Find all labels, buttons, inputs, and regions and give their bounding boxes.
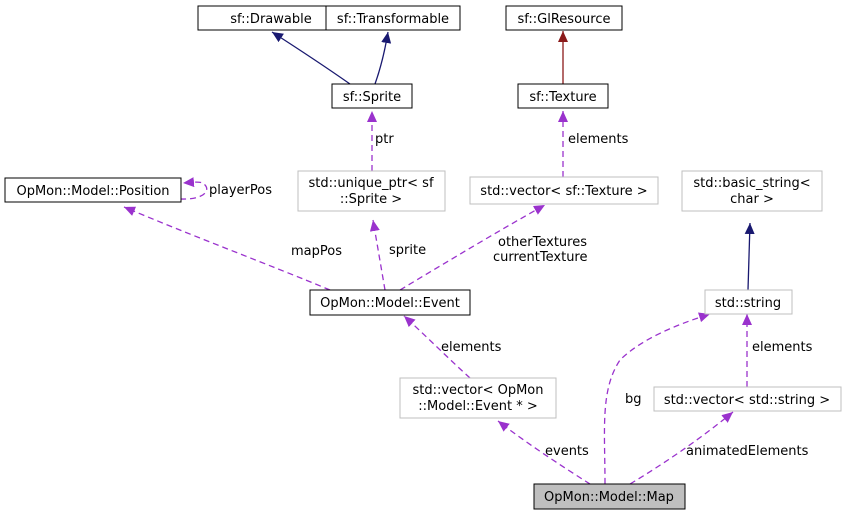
- node-label: std::vector< std::string >: [664, 393, 830, 408]
- node-vector-event[interactable]: std::vector< OpMon ::Model::Event * >: [399, 377, 557, 419]
- edge-label-playerpos: playerPos: [209, 183, 272, 198]
- edge-label-othertextures: otherTextures: [498, 235, 587, 250]
- edge-label-events: events: [545, 444, 589, 459]
- edge-label-sprite: sprite: [389, 243, 426, 258]
- node-vector-texture[interactable]: std::vector< sf::Texture >: [469, 176, 659, 205]
- node-label: sf::Texture: [529, 90, 596, 105]
- edge-label-bg: bg: [625, 392, 642, 407]
- node-label: std::string: [715, 296, 781, 311]
- node-label: sf::GlResource: [518, 12, 611, 27]
- node-label: sf::Sprite: [343, 90, 401, 105]
- edge-label-currenttexture: currentTexture: [493, 250, 588, 265]
- node-sf-glresource[interactable]: sf::GlResource: [505, 5, 623, 31]
- edge-event-to-position: [123, 206, 331, 291]
- node-unique-ptr-sprite[interactable]: std::unique_ptr< sf ::Sprite >: [297, 170, 446, 212]
- node-sf-sprite[interactable]: sf::Sprite: [331, 83, 413, 109]
- edge-map-to-vectorstring: [629, 411, 734, 485]
- node-basic-string[interactable]: std::basic_string< char >: [681, 170, 823, 212]
- edge-event-to-uniqueptr: [369, 219, 386, 291]
- node-opmon-position[interactable]: OpMon::Model::Position: [4, 177, 182, 203]
- edge-stdstring-to-basicstring: [744, 222, 755, 291]
- node-label-line-1: std::unique_ptr< sf: [308, 176, 433, 191]
- node-label-line-2: char >: [730, 192, 774, 207]
- edge-sprite-to-transformable: [374, 31, 392, 85]
- edge-map-to-vectorevent: [497, 420, 591, 485]
- edge-label-elements-event: elements: [441, 340, 502, 355]
- edge-label-ptr: ptr: [375, 132, 394, 147]
- node-label: std::vector< sf::Texture >: [480, 184, 647, 199]
- edge-map-to-stdstring: [603, 312, 711, 485]
- edge-label-animatedelements: animatedElements: [686, 444, 809, 459]
- node-label: OpMon::Model::Position: [16, 184, 169, 199]
- edge-label-elements-string: elements: [752, 340, 813, 355]
- edge-label-mappos: mapPos: [291, 244, 342, 259]
- edge-position-self-loop: [179, 177, 208, 200]
- node-label: OpMon::Model::Event: [320, 296, 460, 311]
- node-label: sf::Transformable: [337, 12, 449, 27]
- node-label-line-1: std::vector< OpMon: [412, 383, 543, 398]
- node-vector-string[interactable]: std::vector< std::string >: [653, 386, 842, 412]
- node-sf-texture[interactable]: sf::Texture: [517, 83, 609, 109]
- node-sf-drawable[interactable]: sf::Drawable: [197, 5, 345, 31]
- node-label-line-2: ::Model::Event * >: [418, 399, 537, 414]
- node-opmon-event[interactable]: OpMon::Model::Event: [309, 289, 471, 316]
- node-label-line-2: ::Sprite >: [340, 192, 402, 207]
- node-opmon-map[interactable]: OpMon::Model::Map: [533, 483, 686, 510]
- edge-label-elements-texture: elements: [568, 132, 629, 147]
- edge-vectorevent-to-event: [403, 315, 471, 379]
- node-label: OpMon::Model::Map: [544, 490, 674, 505]
- node-sf-transformable[interactable]: sf::Transformable: [325, 5, 461, 31]
- node-label-line-1: std::basic_string<: [693, 176, 810, 191]
- node-std-string[interactable]: std::string: [704, 289, 793, 315]
- node-label: sf::Drawable: [230, 12, 311, 27]
- edge-sprite-to-drawable: [271, 31, 351, 85]
